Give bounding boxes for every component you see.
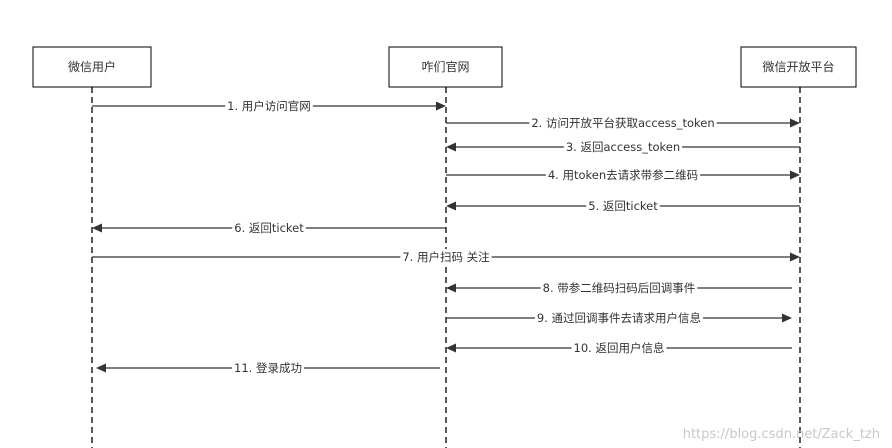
message-3: 3. 返回access_token — [446, 139, 800, 154]
participant-box-wechat — [740, 46, 857, 88]
participants: 微信用户 咋们官网 微信开放平台 — [32, 46, 857, 88]
arrow-head-icon — [790, 170, 800, 180]
participant-label-site: 咋们官网 — [421, 59, 469, 74]
message-label-background — [586, 198, 660, 213]
arrow-head-icon — [790, 118, 800, 128]
participant-box-site — [388, 46, 503, 88]
message-label-background — [534, 310, 704, 325]
lifelines — [91, 87, 801, 448]
message-5: 5. 返回ticket — [446, 198, 800, 213]
message-label-background — [563, 139, 683, 154]
message-label: 3. 返回access_token — [566, 140, 680, 154]
message-label: 8. 带参二维码扫码后回调事件 — [543, 281, 696, 295]
arrow-head-icon — [446, 283, 456, 293]
message-label-background — [540, 280, 698, 295]
message-label-background — [225, 98, 313, 113]
message-label-background — [232, 360, 304, 375]
message-label: 2. 访问开放平台获取access_token — [531, 116, 714, 130]
message-6: 6. 返回ticket — [92, 220, 446, 235]
message-10: 10. 返回用户信息 — [446, 340, 792, 355]
message-2: 2. 访问开放平台获取access_token — [446, 115, 800, 130]
message-label: 4. 用token去请求带参二维码 — [548, 168, 698, 182]
participant-box-user — [32, 46, 152, 88]
message-4: 4. 用token去请求带参二维码 — [446, 167, 800, 182]
arrow-head-icon — [446, 343, 456, 353]
messages: 1. 用户访问官网 2. 访问开放平台获取access_token 3. 返回acc… — [92, 98, 800, 375]
message-label-background — [545, 167, 701, 182]
message-label-background — [232, 220, 306, 235]
message-label: 11. 登录成功 — [234, 361, 302, 375]
message-7: 7. 用户扫码 关注 — [92, 249, 800, 264]
arrow-head-icon — [436, 101, 446, 111]
arrow-head-icon — [92, 223, 102, 233]
watermark-text: https://blog.csdn.net/Zack_tzh — [682, 427, 880, 442]
arrow-head-icon — [446, 201, 456, 211]
message-1: 1. 用户访问官网 — [92, 98, 446, 113]
participant-label-user: 微信用户 — [68, 59, 116, 74]
message-label: 7. 用户扫码 关注 — [402, 250, 490, 264]
arrow-head-icon — [790, 252, 800, 262]
message-label-background — [400, 249, 492, 264]
message-label-background — [529, 115, 717, 130]
message-label-background — [571, 340, 667, 355]
arrow-head-icon — [446, 142, 456, 152]
participant-label-wechat: 微信开放平台 — [762, 59, 834, 74]
message-label: 9. 通过回调事件去请求用户信息 — [537, 311, 701, 325]
message-label: 5. 返回ticket — [588, 199, 658, 213]
message-11: 11. 登录成功 — [96, 360, 440, 375]
message-label: 6. 返回ticket — [234, 221, 304, 235]
message-9: 9. 通过回调事件去请求用户信息 — [446, 310, 792, 325]
arrow-head-icon — [782, 313, 792, 323]
message-8: 8. 带参二维码扫码后回调事件 — [446, 280, 792, 295]
message-label: 10. 返回用户信息 — [574, 341, 665, 355]
message-label: 1. 用户访问官网 — [227, 99, 311, 113]
arrow-head-icon — [96, 363, 106, 373]
